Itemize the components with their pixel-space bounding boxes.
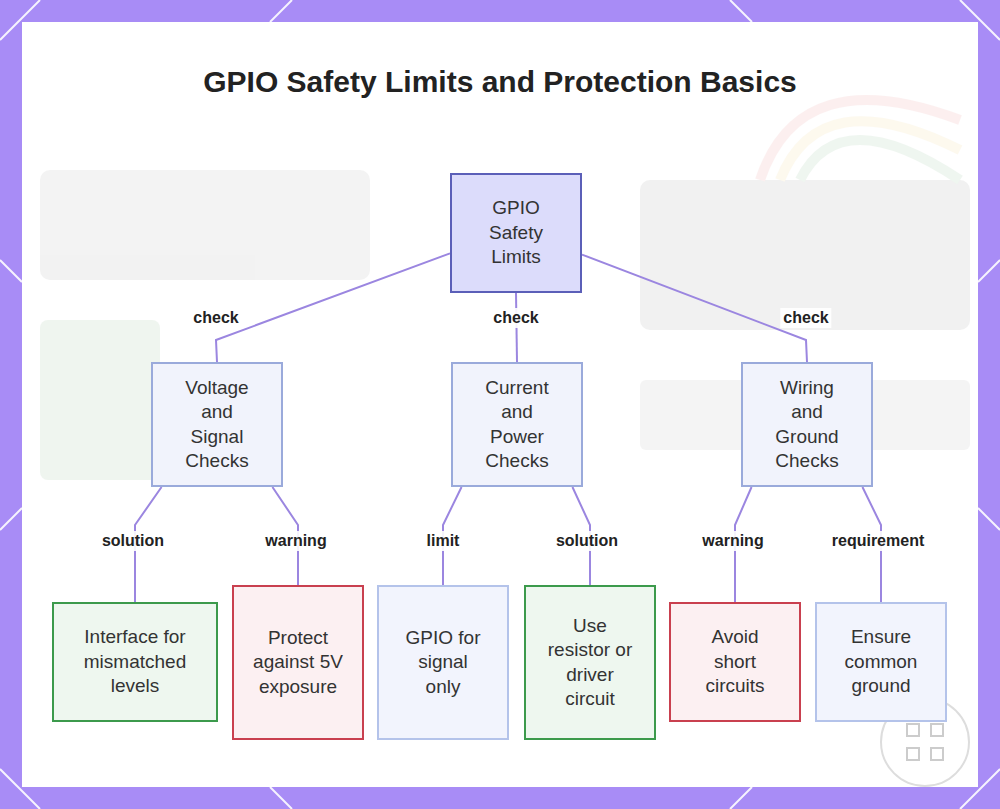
box-text: Voltage and Signal Checks <box>177 376 257 474</box>
box-text: Current and Power Checks <box>477 376 557 474</box>
edge-label: solution <box>99 531 167 551</box>
limit-box: GPIO for signal only <box>377 585 509 740</box>
box-text: GPIO Safety Limits <box>476 196 556 270</box>
box-text: Interface for mismatched levels <box>70 625 200 699</box>
edge-label: warning <box>699 531 766 551</box>
edge-label: requirement <box>829 531 927 551</box>
diagram-title: GPIO Safety Limits and Protection Basics <box>200 62 800 102</box>
edge-label: check <box>780 308 831 328</box>
edge-label: solution <box>553 531 621 551</box>
box-text: GPIO for signal only <box>401 626 486 700</box>
requirement-box: Ensure common ground <box>815 602 947 722</box>
edge-label: check <box>190 308 241 328</box>
solution-box: Use resistor or driver circuit <box>524 585 656 740</box>
category-box: Voltage and Signal Checks <box>151 362 283 487</box>
box-text: Ensure common ground <box>836 625 926 699</box>
category-box: Wiring and Ground Checks <box>741 362 873 487</box>
connector <box>582 255 807 362</box>
edge-label: check <box>490 308 541 328</box>
category-box: Current and Power Checks <box>451 362 583 487</box>
box-text: Use resistor or driver circuit <box>540 614 640 712</box>
connector <box>216 253 450 362</box>
box-text: Wiring and Ground Checks <box>767 376 847 474</box>
solution-box: Interface for mismatched levels <box>52 602 218 722</box>
warning-box: Avoid short circuits <box>669 602 801 722</box>
edge-label: warning <box>262 531 329 551</box>
warning-box: Protect against 5V exposure <box>232 585 364 740</box>
edge-label: limit <box>424 531 463 551</box>
root-box: GPIO Safety Limits <box>450 173 582 293</box>
box-text: Avoid short circuits <box>693 625 778 699</box>
box-text: Protect against 5V exposure <box>253 626 343 700</box>
